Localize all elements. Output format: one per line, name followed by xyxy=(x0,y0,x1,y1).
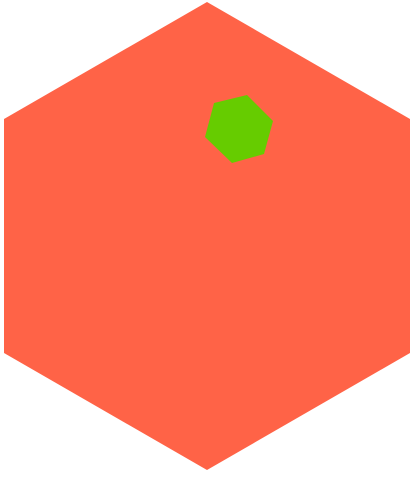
small-heptagon xyxy=(205,95,273,163)
large-hexagon xyxy=(4,2,410,470)
